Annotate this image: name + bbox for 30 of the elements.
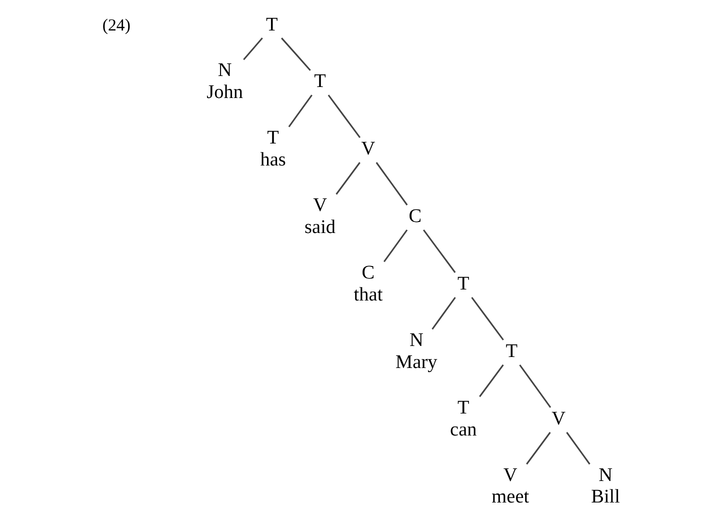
node-text: V said [304, 194, 336, 238]
connector [479, 364, 504, 397]
node-text: T has [260, 127, 286, 170]
node-text: N Mary [396, 330, 438, 372]
node-text: T [266, 14, 278, 35]
node-text: T [506, 340, 518, 362]
node-text: N Bill [591, 464, 620, 508]
node-text: C [408, 206, 422, 226]
node-text: V [361, 138, 376, 160]
node-text: V [552, 408, 566, 429]
connector [376, 162, 408, 205]
connector [243, 37, 263, 60]
connector [471, 296, 504, 340]
connector [281, 37, 311, 70]
node-text: T can [450, 397, 477, 440]
connector [336, 162, 360, 194]
label: (24) [102, 14, 130, 34]
node-text: T [458, 272, 470, 294]
connector [519, 364, 552, 408]
connector [383, 229, 408, 262]
connector [328, 94, 361, 138]
connector [432, 296, 456, 330]
node-text: N John [206, 60, 244, 102]
node-text: T [314, 70, 326, 92]
connector [526, 431, 551, 464]
node-text: V meet [492, 464, 530, 508]
connector [566, 431, 590, 464]
node-text: C that [354, 262, 383, 305]
connector [288, 94, 312, 127]
connector [422, 229, 456, 272]
